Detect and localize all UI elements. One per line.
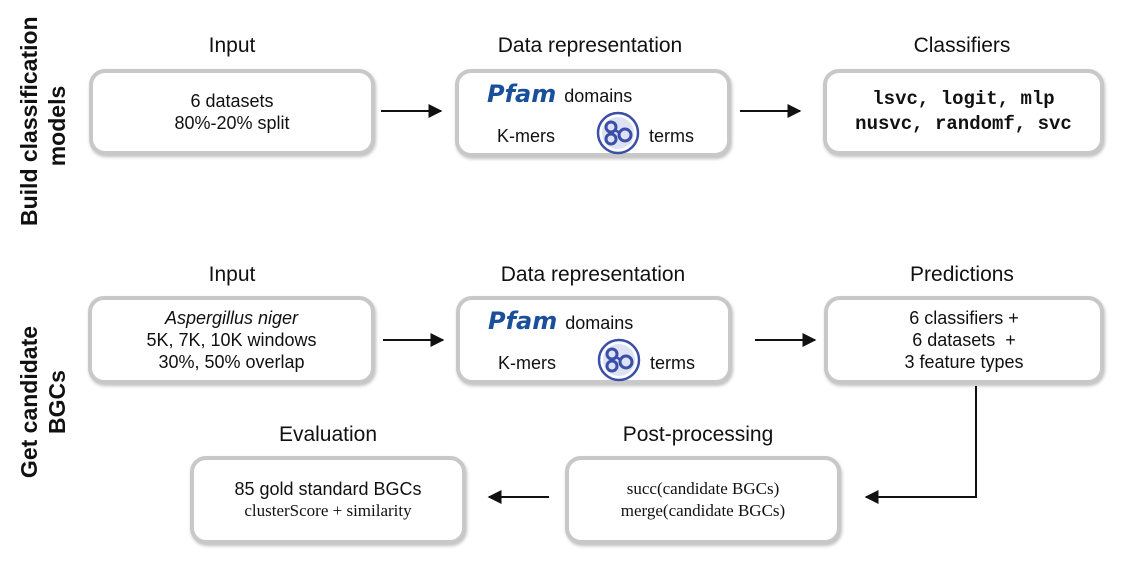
pfam-logo: Pfam <box>487 80 557 108</box>
box-post-processing: succ(candidate BGCs) merge(candidate BGC… <box>565 456 841 544</box>
kmers-label: K-mers <box>498 353 556 373</box>
box-input-2: Aspergillus niger 5K, 7K, 10K windows 30… <box>88 296 375 384</box>
kmers-label: K-mers <box>497 126 555 146</box>
post-processing-line: merge(candidate BGCs) <box>620 501 786 520</box>
heading-evaluation: Evaluation <box>278 423 378 446</box>
arrow-predictions-to-post <box>864 386 977 504</box>
box-input-1: 6 datasets 80%-20% split <box>89 69 375 155</box>
heading-data-rep-2: Data representation <box>500 263 686 286</box>
pfam-domains-row: Pfam domains <box>488 307 634 335</box>
input-1-line: 80%-20% split <box>174 113 290 133</box>
terms-label: terms <box>649 126 694 146</box>
classifiers-line: nusvc, randomf, svc <box>855 113 1072 135</box>
heading-input-2: Input <box>208 263 256 286</box>
predictions-line: 6 datasets + <box>912 330 1016 350</box>
box-evaluation: 85 gold standard BGCs clusterScore + sim… <box>190 456 466 544</box>
pfam-logo: Pfam <box>488 307 558 335</box>
heading-input-1: Input <box>208 34 256 57</box>
domains-label: domains <box>564 86 633 106</box>
pfam-domains-row: Pfam domains <box>487 80 633 108</box>
heading-post-processing: Post-processing <box>622 423 774 446</box>
heading-classifiers: Classifiers <box>913 34 1011 57</box>
classifiers-line: lsvc, logit, mlp <box>872 88 1055 110</box>
box-data-rep-1: Pfam domains K-mers terms <box>455 69 731 157</box>
heading-predictions: Predictions <box>910 263 1014 286</box>
terms-label: terms <box>650 353 695 373</box>
go-logo-icon <box>597 338 641 382</box>
input-2-line: 30%, 50% overlap <box>158 352 305 372</box>
box-data-rep-2: Pfam domains K-mers terms <box>456 296 732 384</box>
input-2-organism: Aspergillus niger <box>164 308 299 328</box>
predictions-line: 6 classifiers + <box>909 308 1019 328</box>
go-logo-icon <box>596 111 640 155</box>
input-1-line: 6 datasets <box>190 91 274 111</box>
domains-label: domains <box>565 313 634 333</box>
heading-data-rep-1: Data representation <box>497 34 683 57</box>
box-classifiers: lsvc, logit, mlp nusvc, randomf, svc <box>823 69 1104 155</box>
box-predictions: 6 classifiers + 6 datasets + 3 feature t… <box>824 296 1104 384</box>
predictions-line: 3 feature types <box>904 352 1024 372</box>
post-processing-line: succ(candidate BGCs) <box>626 479 780 498</box>
input-2-line: 5K, 7K, 10K windows <box>146 330 317 350</box>
evaluation-line: clusterScore + similarity <box>244 501 412 520</box>
evaluation-line: 85 gold standard BGCs <box>234 479 422 499</box>
